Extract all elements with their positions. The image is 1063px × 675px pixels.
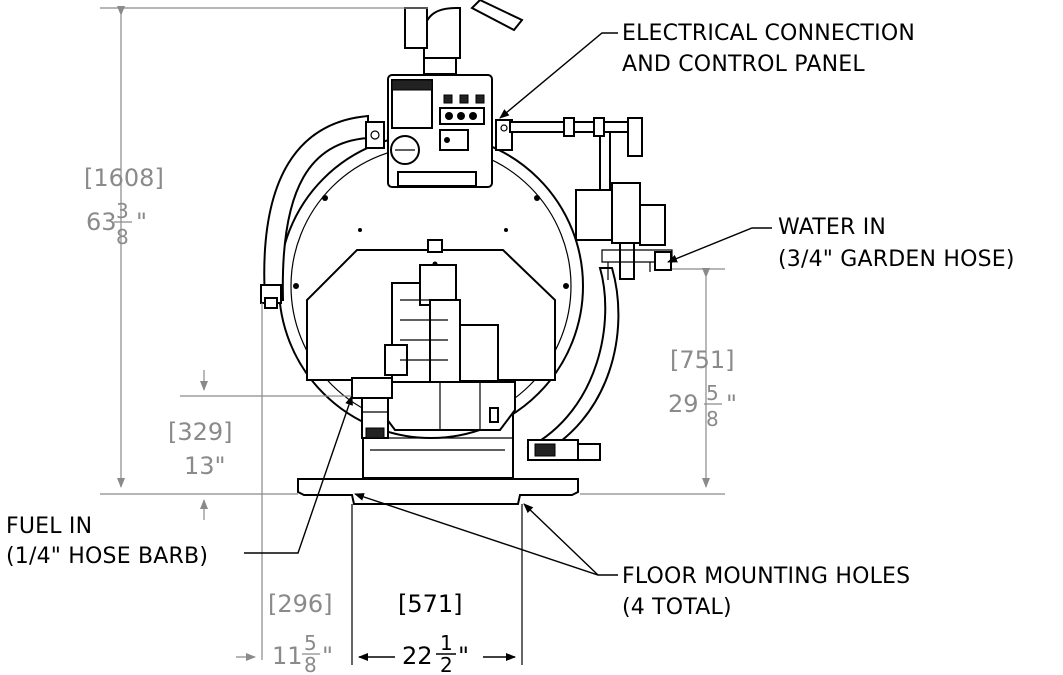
burner-assembly [378, 264, 516, 431]
fuel-leader [244, 395, 353, 554]
hole-spacing-metric: [571] [398, 590, 463, 618]
fuel-offset-unit: " [322, 642, 333, 670]
fuel-label-line1: FUEL IN [6, 514, 92, 539]
water-valve [527, 439, 601, 461]
dimension-fuel-height [180, 370, 352, 520]
fuel-offset-numerator: 5 [304, 631, 317, 655]
dimension-water-height [580, 268, 725, 495]
hole-spacing-unit: " [458, 642, 469, 670]
electrical-label-line1: ELECTRICAL CONNECTION [622, 21, 915, 46]
exhaust-elbow [404, 0, 524, 75]
fuel-height-metric: [329] [168, 418, 233, 446]
floor-leader-b [523, 503, 599, 576]
overall-height-numerator: 3 [116, 199, 129, 223]
water-height-unit: " [726, 390, 737, 418]
water-height-metric: [751] [670, 346, 735, 374]
fuel-label-line2: (1/4" HOSE BARB) [6, 544, 208, 569]
water-height-numerator: 5 [706, 381, 719, 405]
water-label-line2: (3/4" GARDEN HOSE) [778, 247, 1015, 272]
fuel-offset-metric: [296] [268, 590, 333, 618]
overall-height-whole: 63 [86, 208, 117, 236]
hole-spacing-numerator: 1 [440, 631, 453, 655]
electrical-label-line2: AND CONTROL PANEL [622, 52, 865, 77]
water-height-whole: 29 [668, 390, 699, 418]
water-assembly [509, 117, 673, 280]
dimension-fuel-offset [236, 303, 263, 661]
floor-label-line1: FLOOR MOUNTING HOLES [622, 564, 910, 589]
hole-spacing-denominator: 2 [440, 653, 453, 675]
equipment-outline [260, 0, 673, 505]
overall-height-denominator: 8 [116, 225, 129, 249]
base-plate [297, 478, 579, 505]
electrical-leader [499, 32, 618, 119]
water-height-denominator: 8 [706, 407, 719, 431]
fuel-offset-whole: 11 [272, 642, 303, 670]
fuel-height-inches: 13" [184, 452, 226, 480]
overall-height-metric: [1608] [84, 164, 164, 192]
water-leader [667, 227, 772, 263]
floor-label-line2: (4 TOTAL) [622, 595, 732, 620]
dimension-hole-spacing [351, 504, 523, 665]
water-label-line1: WATER IN [778, 215, 886, 240]
fuel-offset-denominator: 8 [304, 653, 317, 675]
hole-spacing-whole: 22 [402, 642, 433, 670]
leader-lines [244, 32, 772, 576]
floor-leader-a [354, 493, 618, 576]
fuel-filter [351, 377, 393, 439]
dimension-overall-height [100, 6, 428, 495]
overall-height-unit: " [136, 208, 147, 236]
control-panel [365, 74, 513, 188]
